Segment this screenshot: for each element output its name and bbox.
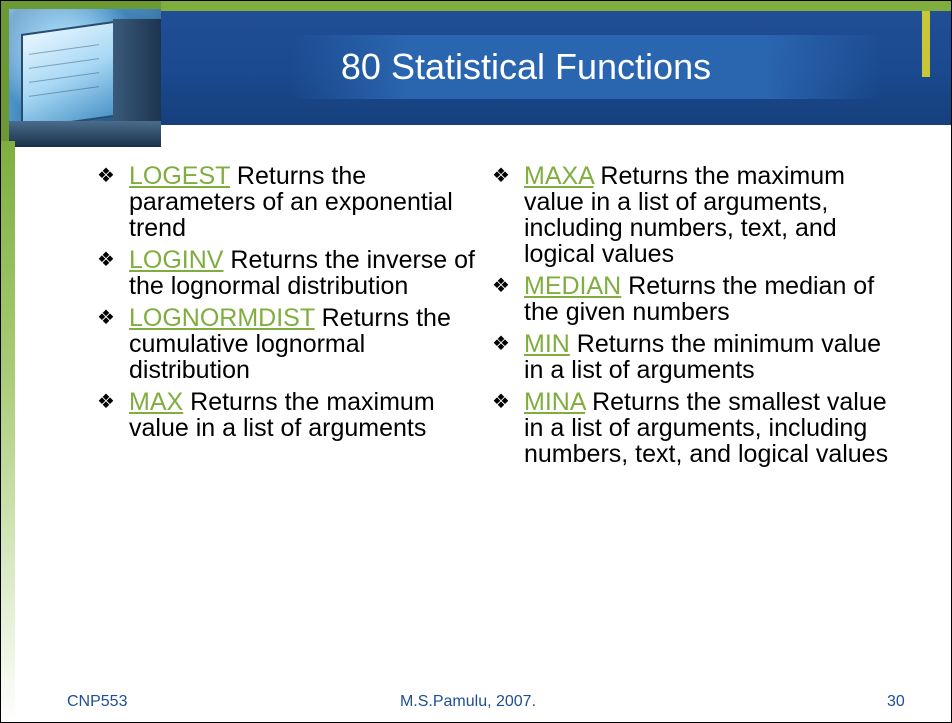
function-link[interactable]: MAXA (524, 162, 594, 190)
bullet-item: ❖ LOGINV Returns the inverse of the logno… (97, 247, 487, 299)
computer-screen-image (9, 9, 161, 147)
bullet-item: ❖ LOGNORMDIST Returns the cumulative logn… (97, 305, 487, 383)
bullet-icon: ❖ (492, 391, 510, 413)
bullet-item: ❖ LOGEST Returns the parameters of an exp… (97, 163, 487, 241)
bullet-icon: ❖ (97, 391, 115, 413)
function-description: Returns the inverse of the lognormal dis… (129, 246, 475, 300)
function-description: Returns the maximum value in a list of a… (129, 388, 435, 442)
function-link[interactable]: MAX (129, 388, 184, 416)
bullet-item: ❖ MAX Returns the maximum value in a list… (97, 389, 487, 441)
bullet-icon: ❖ (492, 275, 510, 297)
footer-author: M.S.Pamulu, 2007. (399, 693, 537, 710)
left-column: ❖ LOGEST Returns the parameters of an exp… (97, 163, 487, 447)
bullet-icon: ❖ (492, 165, 510, 187)
function-description: Returns the maximum value in a list of a… (524, 162, 845, 268)
function-link[interactable]: MINA (524, 388, 586, 416)
function-description: Returns the median of the given numbers (524, 272, 875, 326)
bullet-icon: ❖ (492, 333, 510, 355)
function-description: Returns the minimum value in a list of a… (524, 330, 882, 384)
bullet-item: ❖ MIN Returns the minimum value in a list… (492, 331, 902, 383)
bullet-icon: ❖ (97, 165, 115, 187)
bullet-icon: ❖ (97, 307, 115, 329)
bullet-icon: ❖ (97, 249, 115, 271)
function-link[interactable]: LOGINV (129, 246, 224, 274)
bullet-item: ❖ MAXA Returns the maximum value in a lis… (492, 163, 902, 267)
function-link[interactable]: MIN (524, 330, 570, 358)
bullet-item: ❖ MINA Returns the smallest value in a li… (492, 389, 902, 467)
function-description: Returns the smallest value in a list of … (524, 388, 889, 468)
function-link[interactable]: LOGNORMDIST (129, 304, 315, 332)
title-highlight (291, 35, 881, 99)
top-green-strip (161, 1, 951, 11)
slide-title: 80 Statistical Functions (340, 46, 712, 87)
function-description: Returns the cumulative lognormal distrib… (129, 304, 451, 384)
bullet-item: ❖ MEDIAN Returns the median of the given … (492, 273, 902, 325)
right-column: ❖ MAXA Returns the maximum value in a lis… (492, 163, 902, 473)
footer-course-code: CNP553 (67, 693, 128, 710)
footer-page-number: 30 (887, 693, 905, 710)
function-link[interactable]: LOGEST (129, 162, 230, 190)
function-description: Returns the parameters of an exponential… (129, 162, 453, 242)
title-bar: 80 Statistical Functions (161, 11, 951, 125)
title-accent-bar (922, 11, 930, 77)
function-link[interactable]: MEDIAN (524, 272, 622, 300)
left-gradient-bar (1, 141, 15, 722)
keyboard-graphic (9, 121, 161, 147)
